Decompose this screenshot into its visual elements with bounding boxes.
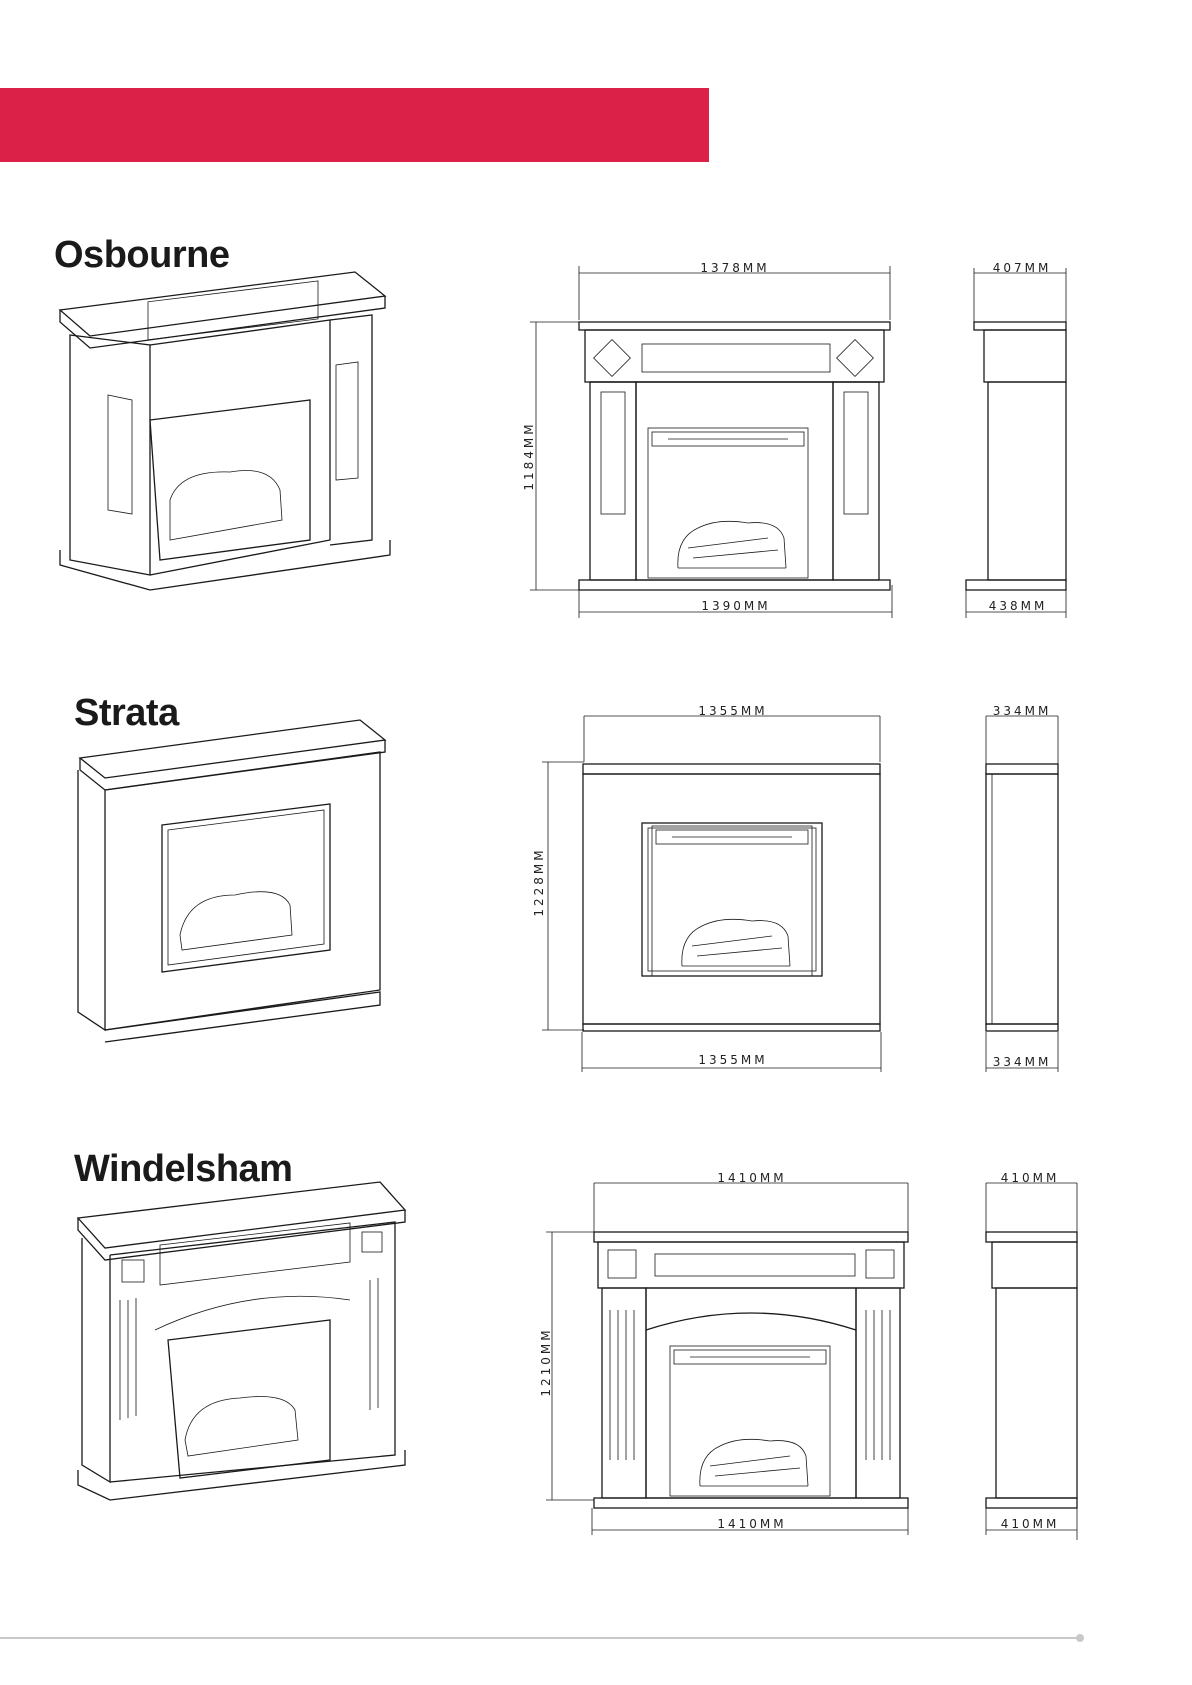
strata-bottom-width: 1355MM bbox=[698, 1053, 767, 1067]
footer-dot bbox=[1076, 1634, 1084, 1642]
osbourne-depth-top: 407MM bbox=[993, 261, 1052, 275]
osbourne-perspective-drawing bbox=[60, 272, 390, 590]
osbourne-front-elevation bbox=[530, 266, 892, 618]
strata-depth-bottom: 334MM bbox=[993, 1055, 1052, 1069]
windelsham-height: 1210MM bbox=[539, 1327, 553, 1396]
windelsham-front-elevation bbox=[546, 1183, 908, 1535]
footer-divider bbox=[0, 1637, 1080, 1639]
strata-side-elevation bbox=[986, 716, 1058, 1072]
windelsham-top-width: 1410MM bbox=[717, 1171, 786, 1185]
osbourne-depth-bottom: 438MM bbox=[989, 599, 1048, 613]
strata-perspective-drawing bbox=[78, 720, 385, 1042]
strata-front-elevation bbox=[542, 716, 881, 1072]
osbourne-top-width: 1378MM bbox=[700, 261, 769, 275]
osbourne-bottom-width: 1390MM bbox=[701, 599, 770, 613]
strata-height: 1228MM bbox=[532, 847, 546, 916]
windelsham-bottom-width: 1410MM bbox=[717, 1517, 786, 1531]
windelsham-perspective-drawing bbox=[78, 1182, 405, 1500]
osbourne-side-elevation bbox=[966, 268, 1066, 618]
osbourne-height: 1184MM bbox=[522, 421, 536, 490]
windelsham-depth-top: 410MM bbox=[1001, 1171, 1060, 1185]
windelsham-side-elevation bbox=[986, 1183, 1077, 1540]
strata-depth-top: 334MM bbox=[993, 704, 1052, 718]
strata-top-width: 1355MM bbox=[698, 704, 767, 718]
windelsham-depth-bottom: 410MM bbox=[1001, 1517, 1060, 1531]
